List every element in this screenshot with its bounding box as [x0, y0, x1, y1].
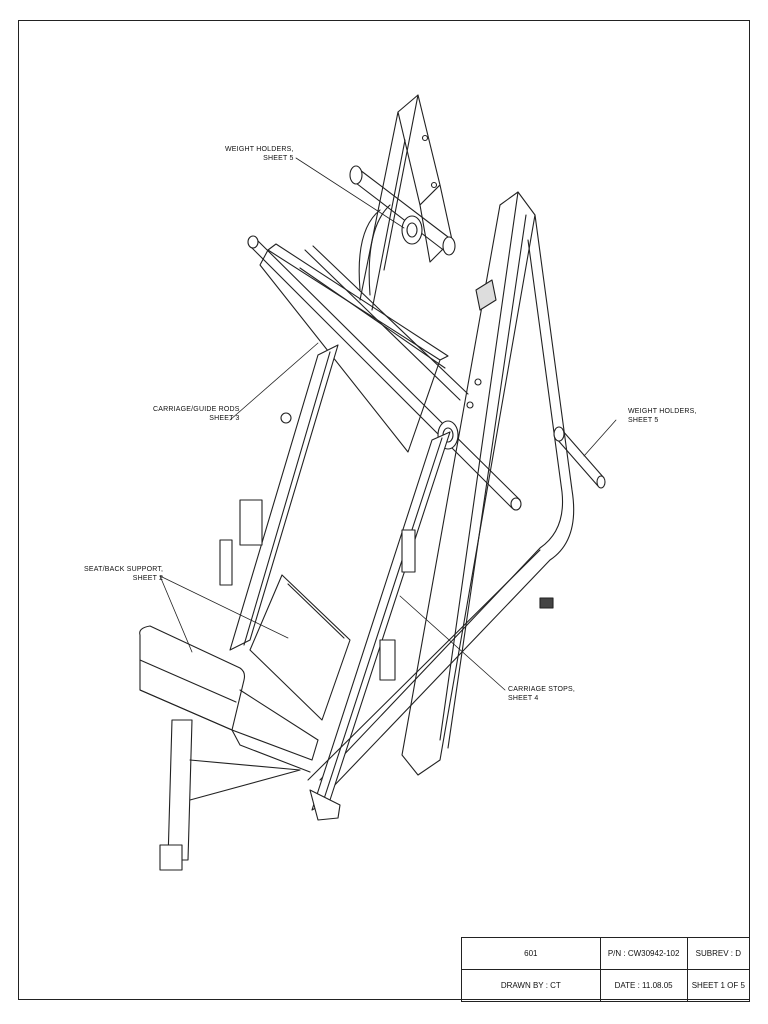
callout-line: WEIGHT HOLDERS,: [225, 146, 294, 153]
callout-line: CARRIAGE/GUIDE RODS: [153, 406, 240, 413]
title-subrev: SUBREV : D: [686, 937, 751, 970]
weight-holder-right: [553, 426, 606, 489]
callout-line: SHEET 3: [209, 414, 240, 422]
rear-upright-frame: [359, 94, 453, 311]
drawing-border: [18, 20, 750, 1000]
title-sheet: SHEET 1 OF 5: [686, 969, 751, 1002]
carriage-plate: [247, 235, 522, 511]
title-model: 601: [461, 937, 601, 970]
title-part-number: P/N : CW30942-102: [599, 937, 688, 970]
back-support: [249, 574, 351, 721]
callout-line: CARRIAGE STOPS,: [508, 686, 576, 693]
callout-weight-holders-right: WEIGHT HOLDERS, SHEET 5: [628, 408, 697, 425]
callout-line: SHEET 2: [132, 574, 164, 582]
title-block: 601 P/N : CW30942-102 SUBREV : D DRAWN B…: [461, 937, 751, 1002]
callout-line: SHEET 4: [508, 694, 539, 702]
callout-carriage-guide-rods: CARRIAGE/GUIDE RODS SHEET 3: [153, 406, 240, 423]
title-date: DATE : 11.08.05: [599, 969, 688, 1002]
callout-line: SEAT/BACK SUPPORT,: [84, 566, 164, 573]
callout-carriage-stops: CARRIAGE STOPS, SHEET 4: [508, 686, 575, 703]
weight-holder-top: [349, 165, 456, 296]
callout-line: WEIGHT HOLDERS,: [628, 408, 697, 415]
callout-seat-back-support: SEAT/BACK SUPPORT, SHEET 2: [84, 566, 163, 583]
right-diagonal-frame: [401, 191, 536, 776]
left-diagonal-frame: [219, 344, 451, 811]
callout-line: SHEET 5: [263, 154, 294, 162]
callout-line: SHEET 5: [628, 416, 659, 424]
right-base-curve: [319, 214, 575, 791]
title-drawn-by: DRAWN BY : CT: [461, 969, 601, 1002]
callout-weight-holders-top: WEIGHT HOLDERS, SHEET 5: [225, 146, 294, 163]
seat: [139, 625, 319, 773]
front-base: [159, 549, 541, 871]
leader-lines: [159, 157, 617, 691]
